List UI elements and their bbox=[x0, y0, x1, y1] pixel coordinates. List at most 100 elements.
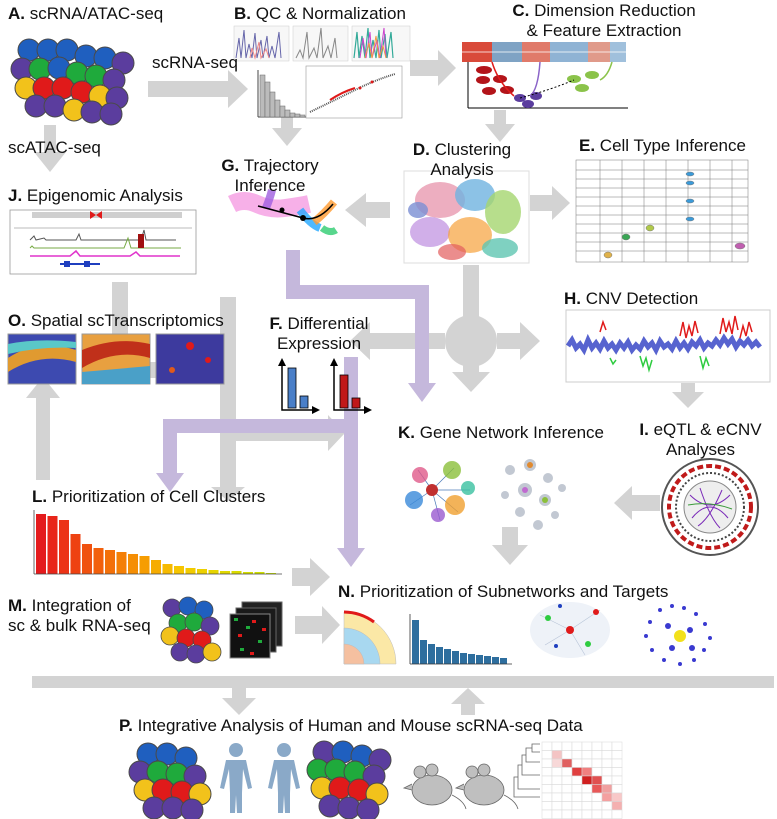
heat-cell bbox=[541, 784, 553, 794]
panel-o-letter: O. bbox=[8, 311, 26, 330]
heat-cell bbox=[551, 809, 563, 819]
panel-b-letter: B. bbox=[234, 4, 251, 23]
heat-cell bbox=[561, 741, 573, 751]
panel-j-letter: J. bbox=[8, 186, 23, 205]
l-bar bbox=[197, 569, 207, 574]
purple-l-down bbox=[163, 419, 177, 474]
l-bar bbox=[128, 554, 138, 574]
heat-cell bbox=[601, 741, 613, 751]
l-bar bbox=[174, 566, 184, 574]
panel-n-network-2 bbox=[644, 604, 712, 666]
purple-arrows bbox=[156, 250, 436, 567]
heat-cell bbox=[611, 775, 623, 785]
heat-cell bbox=[561, 792, 573, 802]
panel-e-violins bbox=[575, 159, 749, 263]
arrow-i-to-k bbox=[614, 486, 660, 520]
heat-cell bbox=[561, 767, 573, 777]
arrow-a-to-j bbox=[34, 125, 66, 172]
l-bar bbox=[139, 556, 150, 574]
panel-p-dendrogram bbox=[513, 743, 540, 798]
arrow-bar-to-p bbox=[222, 688, 256, 715]
purple-arrowhead-n bbox=[337, 548, 365, 567]
panel-k-letter: K. bbox=[398, 423, 415, 442]
panel-o-title: O. Spatial scTranscriptomics bbox=[8, 311, 224, 331]
heat-cell bbox=[591, 809, 603, 819]
arrow-l-to-n bbox=[292, 558, 330, 596]
panel-l-title-text: Prioritization of Cell Clusters bbox=[51, 487, 266, 506]
heat-cell bbox=[571, 784, 583, 794]
panel-c-letter: C. bbox=[512, 1, 530, 20]
n-bar bbox=[460, 653, 467, 664]
n-bar bbox=[492, 657, 499, 664]
panel-l-letter: L. bbox=[32, 487, 48, 506]
panel-g-letter: G. bbox=[221, 156, 240, 175]
arrow-hub-to-k bbox=[452, 365, 490, 392]
heat-cell bbox=[591, 741, 603, 751]
panel-e-letter: E. bbox=[579, 136, 596, 155]
panel-m-microarray bbox=[229, 601, 283, 659]
heat-cell bbox=[551, 801, 563, 811]
purple-f-left bbox=[163, 419, 358, 433]
arrow-b-to-c bbox=[410, 50, 456, 86]
heat-cell bbox=[541, 758, 553, 768]
panel-a-title-text: scRNA/ATAC-seq bbox=[29, 4, 164, 23]
heat-cell bbox=[611, 767, 623, 777]
panel-f-letter: F. bbox=[269, 314, 283, 333]
panel-f-title-line1: Differential bbox=[287, 314, 369, 333]
panel-o-title-text: Spatial scTranscriptomics bbox=[30, 311, 224, 330]
panel-a-title: A. scRNA/ATAC-seq bbox=[8, 4, 163, 24]
panel-g-title-line2: Inference bbox=[234, 176, 306, 195]
panel-m-letter: M. bbox=[8, 596, 27, 615]
heat-cell bbox=[581, 801, 593, 811]
panel-n-title-text: Prioritization of Subnetworks and Target… bbox=[359, 582, 669, 601]
heat-cell bbox=[561, 784, 573, 794]
panel-j-title-text: Epigenomic Analysis bbox=[26, 186, 183, 205]
heat-cell bbox=[581, 741, 593, 751]
heat-cell bbox=[581, 792, 593, 802]
heat-cell bbox=[581, 750, 593, 760]
panel-k-title-text: Gene Network Inference bbox=[419, 423, 604, 442]
l-bar bbox=[116, 552, 127, 574]
n-bar bbox=[436, 647, 443, 664]
heat-cell bbox=[591, 750, 603, 760]
heat-cell bbox=[541, 809, 553, 819]
arrow-label-scatac: scATAC-seq bbox=[8, 138, 101, 157]
heat-cell bbox=[551, 758, 563, 768]
heat-cell bbox=[541, 792, 553, 802]
heat-cell bbox=[601, 767, 613, 777]
panel-n-sunburst bbox=[343, 610, 397, 665]
heat-cell bbox=[611, 809, 623, 819]
panel-j-browser bbox=[9, 209, 197, 275]
panel-g-trajectory bbox=[227, 189, 338, 236]
panel-d-tsne bbox=[403, 170, 530, 264]
heat-cell bbox=[571, 741, 583, 751]
panel-b-title-text: QC & Normalization bbox=[255, 4, 406, 23]
n-bar bbox=[484, 656, 491, 664]
arrow-p-to-bar bbox=[451, 688, 485, 715]
heat-cell bbox=[561, 750, 573, 760]
arrow-d-to-e bbox=[530, 186, 570, 220]
arrow-hub-to-f bbox=[350, 322, 445, 360]
heat-cell bbox=[611, 801, 623, 811]
heat-cell bbox=[611, 741, 623, 751]
heat-cell bbox=[601, 758, 613, 768]
heat-cell bbox=[571, 750, 583, 760]
purple-arrowhead-k bbox=[408, 383, 436, 402]
arrow-to-l bbox=[211, 475, 245, 501]
panel-p-title-text: Integrative Analysis of Human and Mouse … bbox=[137, 716, 583, 735]
panel-n-network-1 bbox=[530, 602, 610, 658]
arrow-d-to-g bbox=[345, 193, 390, 227]
n-bar bbox=[420, 640, 427, 664]
panel-d-title-line2: Analysis bbox=[430, 160, 494, 179]
panel-b-qc-plots bbox=[233, 25, 411, 119]
l-bar bbox=[59, 520, 69, 574]
panel-m-cells bbox=[160, 596, 222, 664]
heat-cell bbox=[551, 741, 563, 751]
heat-cell bbox=[581, 767, 593, 777]
heat-cell bbox=[541, 775, 553, 785]
heat-cell bbox=[541, 741, 553, 751]
panel-i-circos bbox=[661, 458, 759, 556]
panel-n-title: N. Prioritization of Subnetworks and Tar… bbox=[338, 582, 668, 602]
